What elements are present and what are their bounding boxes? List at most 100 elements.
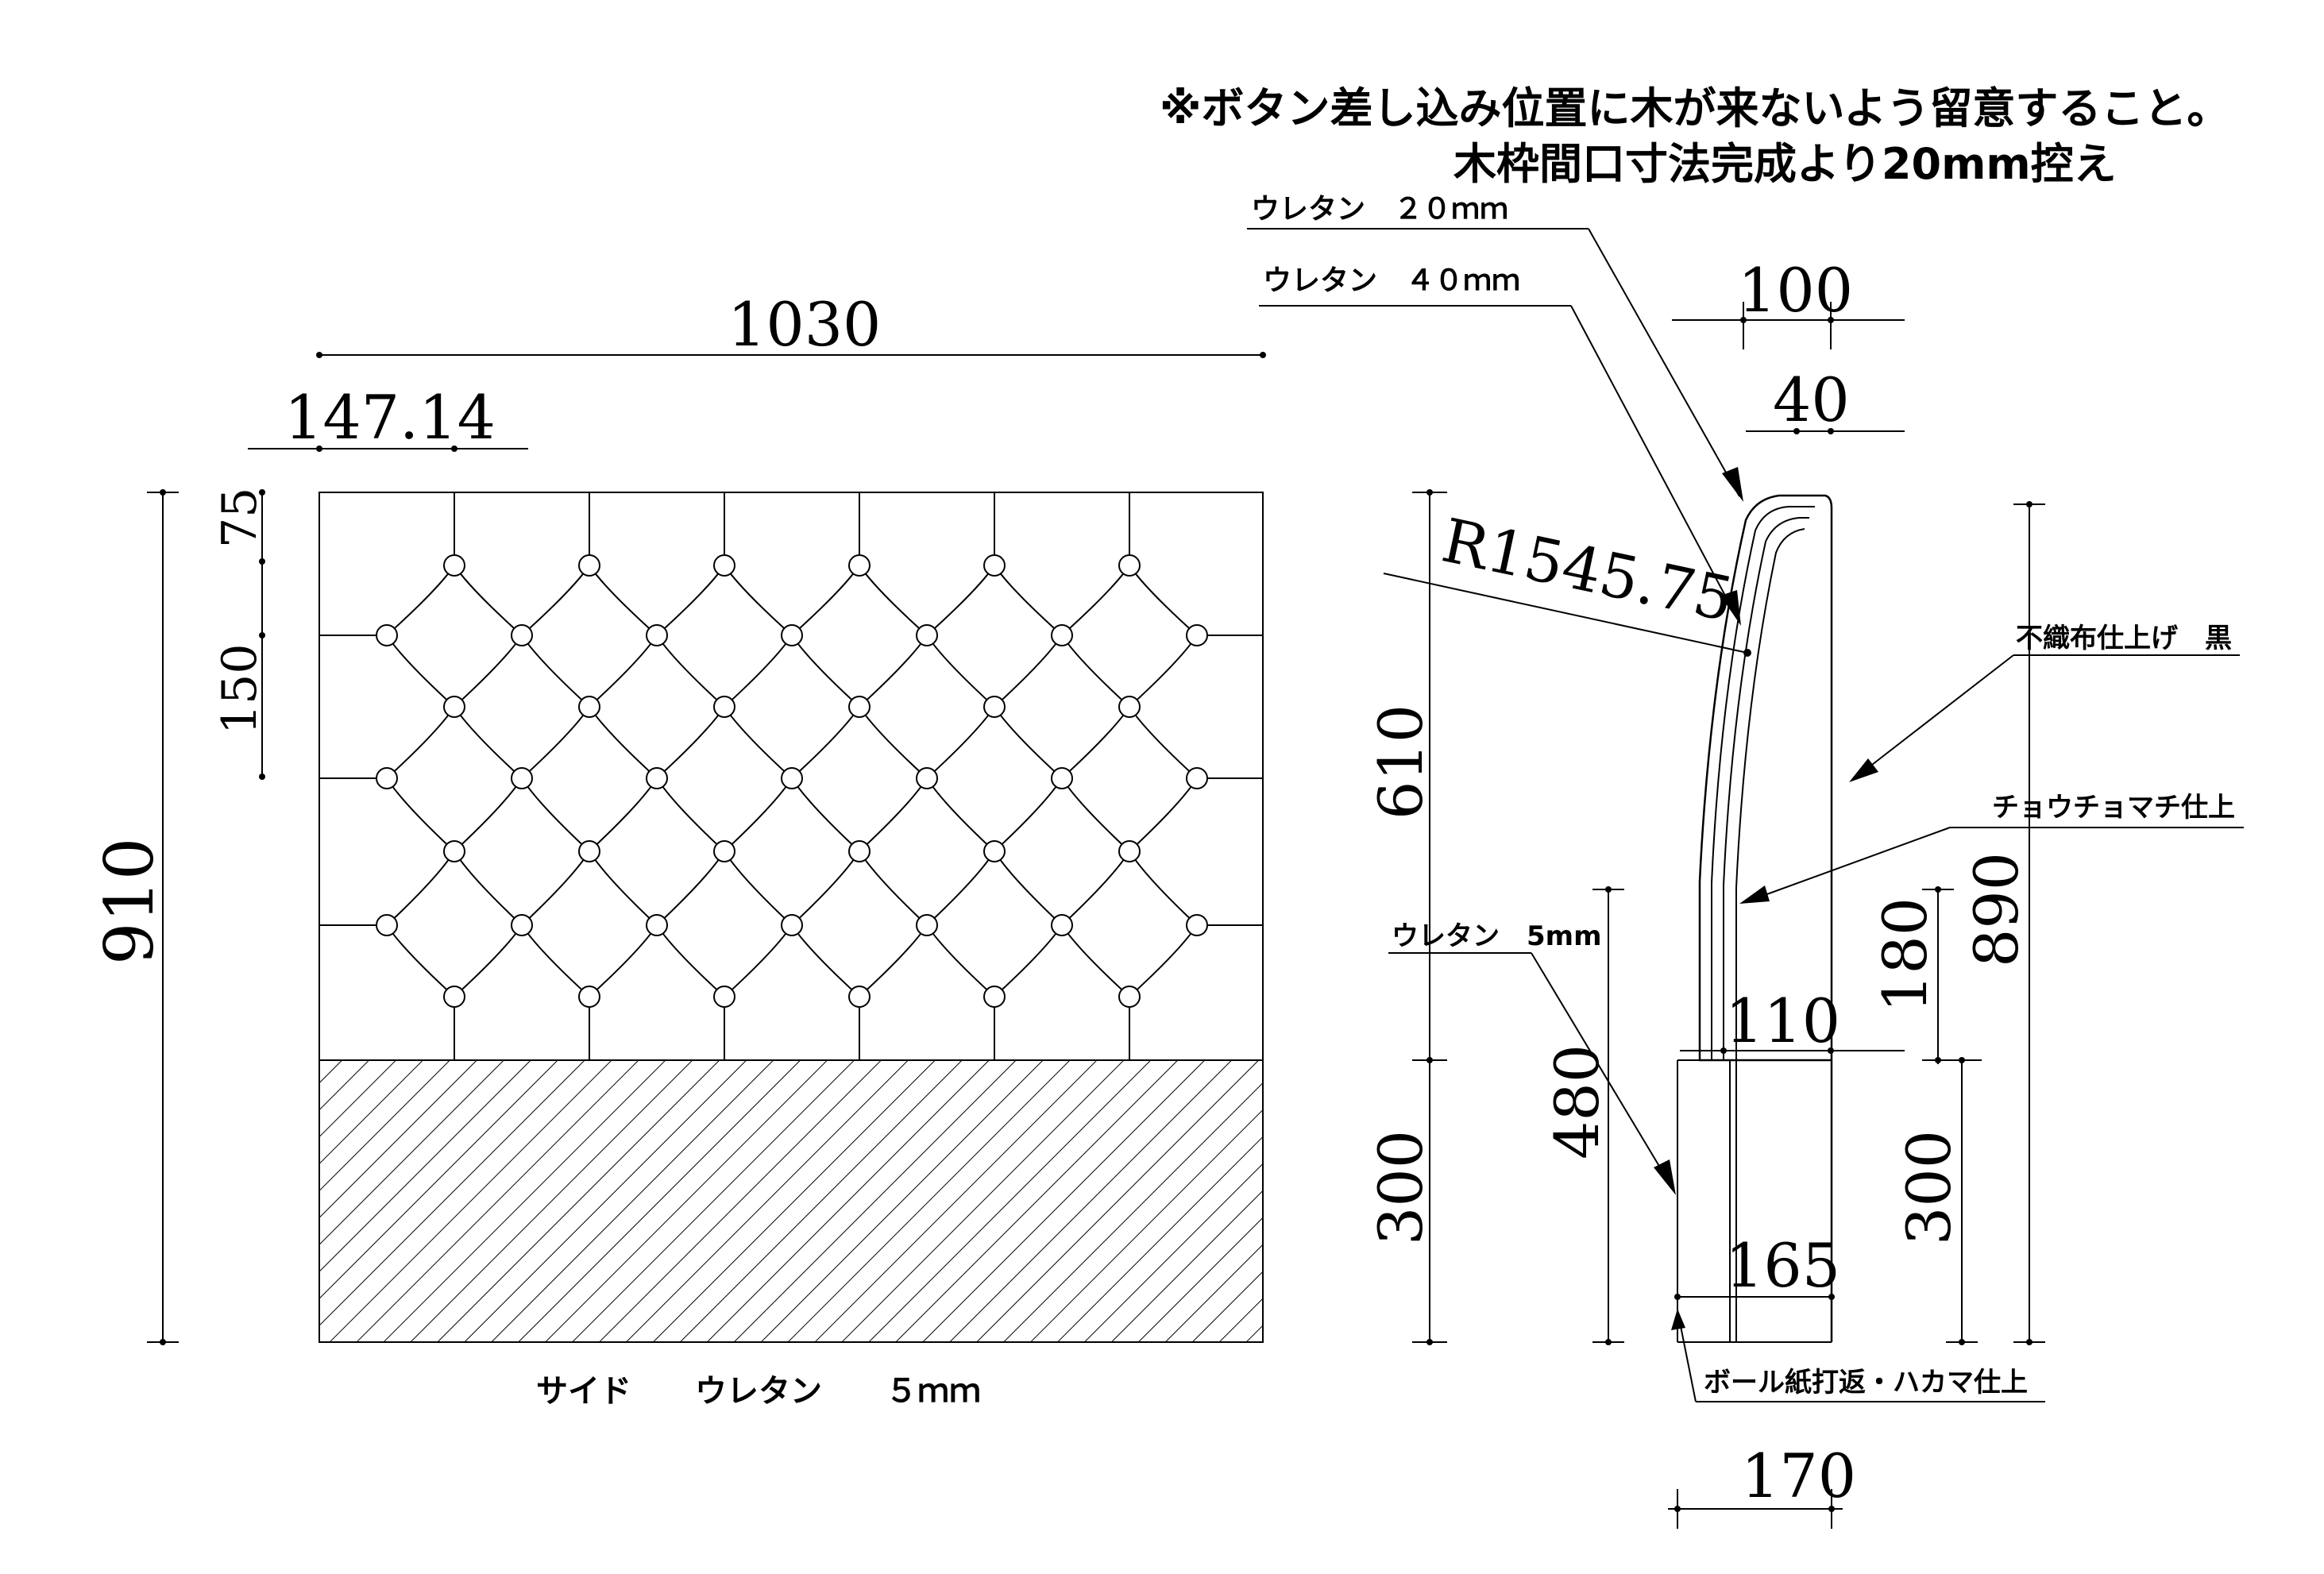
tuft-arc [859,851,928,926]
hatched-base [318,1059,1264,1343]
dim-tick [160,489,166,496]
dim-110: 110 [1725,986,1840,1056]
dim-tick [1720,1047,1727,1054]
dim-tick [1605,1339,1612,1345]
dim-tick [1793,428,1800,434]
tuft-arc [589,777,658,852]
dim-tick [1674,1294,1681,1300]
tuft-arc [791,924,860,997]
tuft-arc [926,777,995,852]
dim-tick [1426,1339,1433,1345]
tuft-button [376,767,398,789]
tuft-arc [589,635,658,708]
tuft-arc [386,565,455,636]
tuft-arc [926,924,995,997]
tuft-button [511,624,533,646]
tuft-arc [994,851,1063,926]
note-line-2: 木枠間口寸法完成より20mm控え [1453,139,2117,189]
dim-tick [1674,1506,1681,1512]
tuft-arc [521,924,590,997]
tuft-button [713,554,735,577]
tuft-arc [1129,706,1198,779]
dim-tick [1605,886,1612,893]
tuft-arc [386,706,455,779]
tuft-arc [1061,565,1130,636]
tuft-button [983,554,1006,577]
leader-urethane-20-diag [1588,228,1740,497]
tuft-button [443,840,465,862]
dim-tick [160,1339,166,1345]
tuft-arc [791,777,860,852]
tuft-arc [386,924,455,997]
dim-tick [259,558,265,565]
tuft-button [848,986,871,1008]
tuft-arc [926,635,995,708]
tuft-button [983,696,1006,718]
dim-170: 170 [1741,1441,1856,1511]
tuft-arc [926,851,995,926]
tuft-arc [589,851,658,926]
tuft-button [443,554,465,577]
tuft-button [646,624,668,646]
tuft-arc [859,635,928,708]
tuft-button [1118,840,1141,862]
dim-tick [259,632,265,638]
tuft-arc [1129,635,1198,708]
tuft-arc [521,706,590,779]
tuft-button [511,914,533,936]
tuft-button [646,767,668,789]
tuft-button [983,986,1006,1008]
tuft-arc [1061,851,1130,926]
tuft-arc [521,777,590,852]
tuft-arc [859,777,928,852]
front-view: 1030 147.14 75 150 910 サイド ウレタン ５ｍｍ [91,289,1266,1410]
dim-300-left: 300 [1365,1130,1436,1245]
profile-layer-2 [1723,517,1809,1060]
tuft-arc [791,565,860,636]
profile-layer-3 [1735,528,1805,1342]
tuft-arc [724,565,793,636]
tuft-arc [454,924,523,997]
tuft-arc [791,851,860,926]
arrow-urethane-40 [1720,590,1741,626]
dim-tick [259,489,265,496]
tuft-button [848,696,871,718]
tuft-button [578,696,600,718]
tuft-arc [454,635,523,708]
tuft-arc [656,924,725,997]
tuft-arc [656,851,725,926]
tuft-arc [1061,777,1130,852]
tuft-arc [1129,565,1198,636]
tuft-button [1051,624,1073,646]
tuft-button [916,624,938,646]
tuft-arc [1129,777,1198,852]
dim-180: 180 [1870,897,1940,1013]
tuft-arc [724,851,793,926]
dim-tick [1828,1294,1835,1300]
leader-urethane-5-diag [1531,952,1673,1188]
tuft-arc [926,565,995,636]
dim-width-1030: 1030 [728,289,881,360]
dim-tick [1740,317,1747,323]
tuft-arc [454,565,523,636]
tuft-arc [791,635,860,708]
arrow-urethane-20 [1722,467,1743,502]
arrow-butterfly [1739,885,1770,904]
tuft-arc [454,777,523,852]
tuft-arc [589,706,658,779]
tuft-arc [926,706,995,779]
dim-tick [2026,1339,2033,1345]
tuft-arc [656,706,725,779]
tuft-arc [589,924,658,997]
tuft-button [376,624,398,646]
dim-tick [1959,1339,1965,1345]
tuft-button [1051,914,1073,936]
dim-tick [1935,886,1941,893]
tuft-button [781,914,803,936]
dim-tick [316,352,322,358]
tuft-button [713,696,735,718]
dim-tick [1426,1057,1433,1063]
tuft-arc [386,635,455,708]
tuft-arc [1061,706,1130,779]
